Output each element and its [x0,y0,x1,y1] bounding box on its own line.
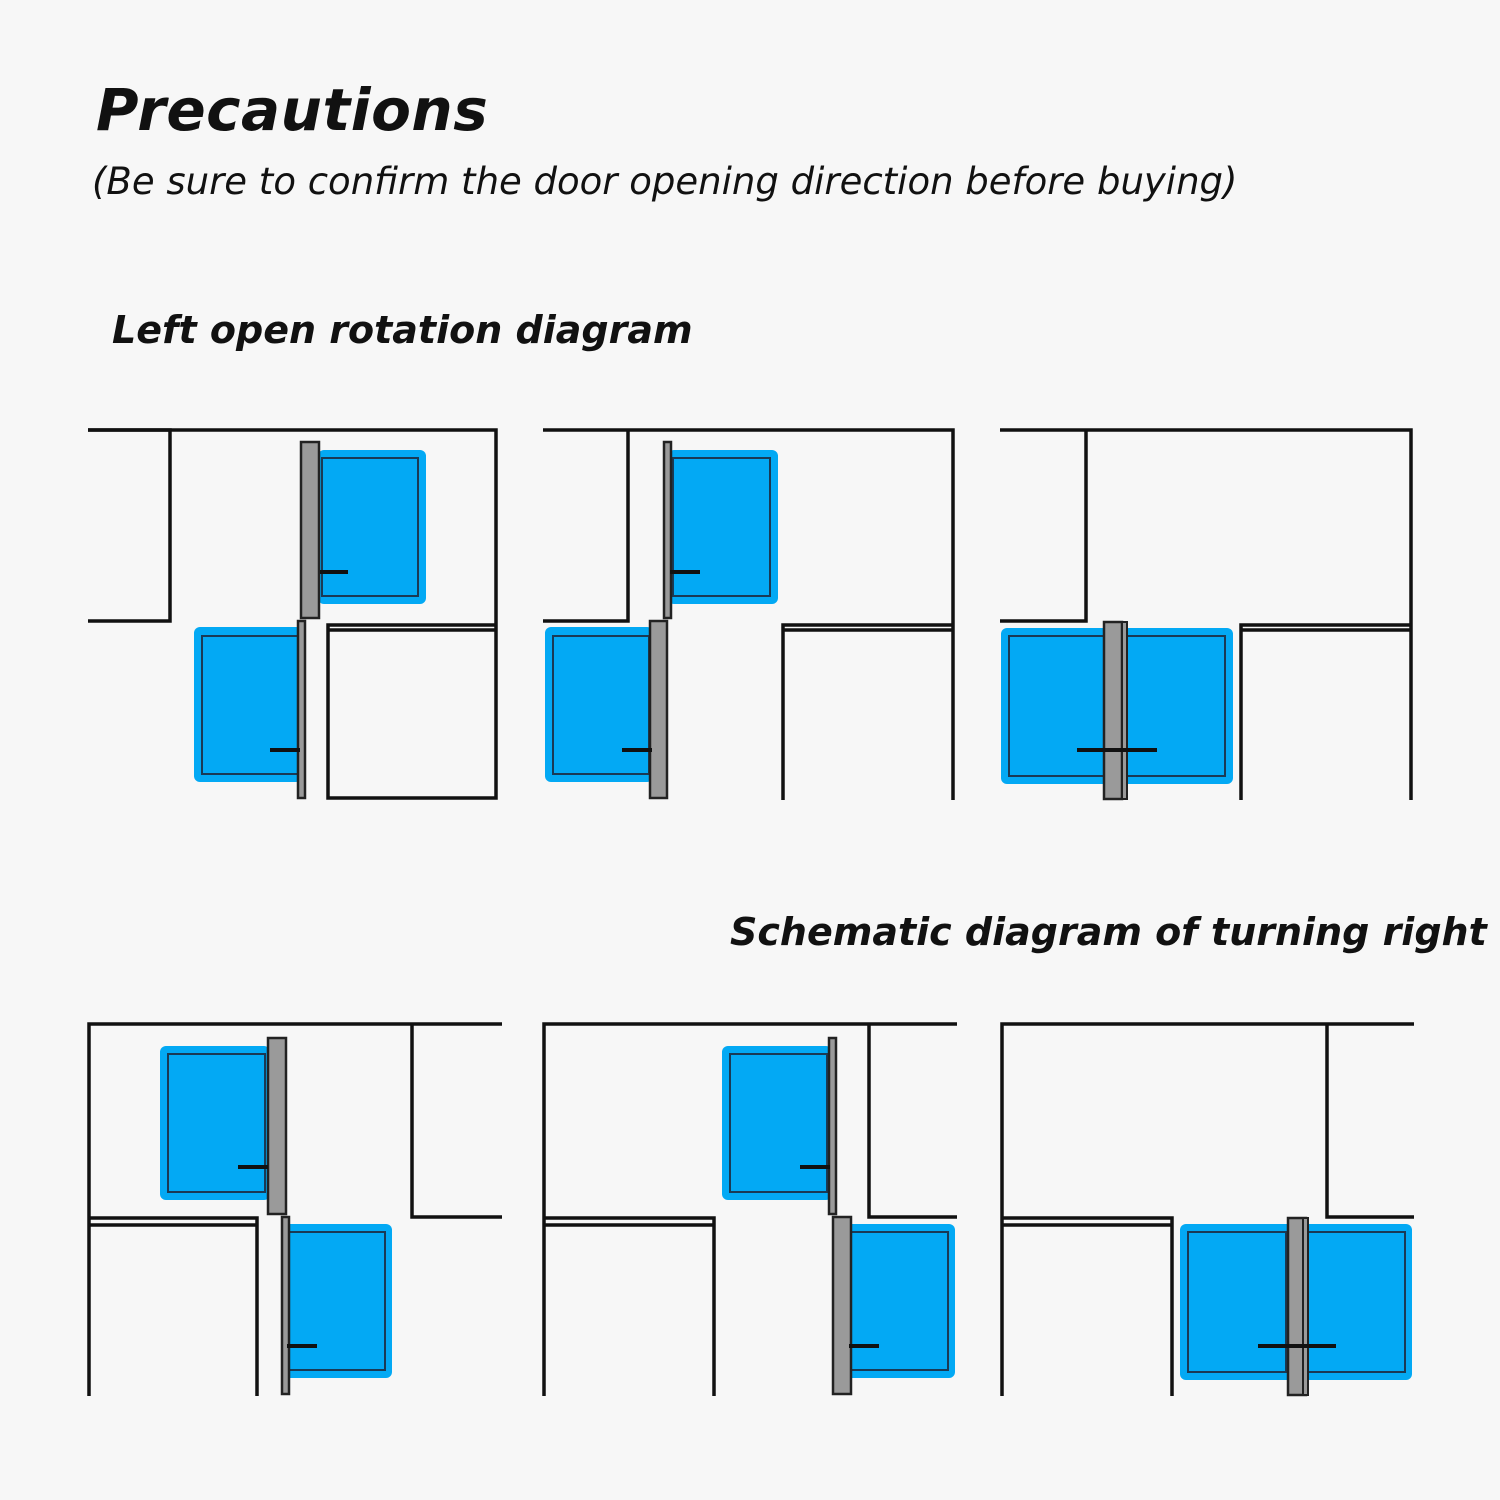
hinge-plate [266,1036,288,1216]
left-diagram-2 [543,428,955,800]
hinge-plate [1302,1217,1309,1396]
left-diagram-1 [88,428,498,800]
hinge-plate [299,440,321,620]
right-diagram-2 [542,1022,957,1396]
hinge-plate [296,619,307,800]
hinge-plate [831,1215,853,1396]
right-diagram-1 [87,1022,502,1396]
left-open-section-title: Left open rotation diagram [112,308,693,352]
door-panel [318,450,426,604]
hinge-plate [1102,620,1124,801]
hinge-plate [1121,621,1128,800]
hinge-plate [280,1215,291,1396]
hinge-plate [827,1036,838,1216]
door-panel [668,450,778,604]
page-title: Precautions [96,76,489,144]
door-panel [846,1224,955,1378]
door-panel [160,1046,270,1200]
turning-right-section-title: Schematic diagram of turning right [730,910,1487,954]
page-subtitle: (Be sure to confirm the door opening dir… [92,160,1238,203]
door-panel [194,627,302,782]
door-panel [722,1046,832,1200]
door-panel [545,627,653,782]
hinge-plate [648,619,669,800]
right-diagram-3 [1000,1022,1414,1397]
door-panel [283,1224,392,1378]
hinge-plate [662,440,673,620]
left-diagram-3 [1000,428,1413,801]
